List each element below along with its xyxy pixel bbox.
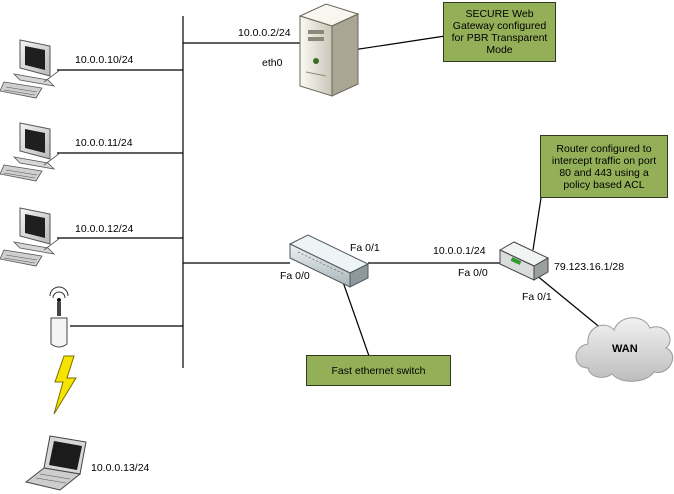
links: [57, 16, 609, 368]
cloud-icon: [575, 317, 674, 382]
desktop-pc-icon: [0, 122, 61, 182]
router-icon: [498, 241, 550, 281]
switch-port-down-label: Fa 0/0: [280, 270, 310, 282]
gateway-note-line: for PBR Transparent: [451, 32, 548, 44]
router-note-line: intercept traffic on port: [551, 154, 657, 167]
laptop-icon: [24, 435, 87, 491]
gateway-iface-label: eth0: [262, 57, 283, 69]
network-switch-icon: [288, 234, 370, 288]
gateway-note-line: Gateway configured: [452, 20, 547, 32]
router-note-line: 80 and 443 using a: [559, 166, 649, 179]
callout-switch: [342, 281, 370, 357]
gateway-note-line: SECURE Web: [465, 8, 534, 20]
host-ip-label: 10.0.0.12/24: [75, 223, 134, 235]
laptop-ip-label: 10.0.0.13/24: [91, 462, 150, 474]
switch-note-text: Fast ethernet switch: [331, 364, 426, 377]
router-note-line: policy based ACL: [563, 178, 645, 191]
callout-router: [532, 197, 542, 251]
desktop-pc-icon: [0, 39, 61, 99]
wan-label: WAN: [612, 343, 638, 355]
switch-note: Fast ethernet switch: [306, 355, 451, 386]
router-lan-ip-label: 10.0.0.1/24: [433, 245, 486, 257]
host-ip-label: 10.0.0.10/24: [75, 54, 134, 66]
router-note: Router configured to intercept traffic o…: [540, 135, 668, 198]
lightning-bolt-icon: [53, 355, 77, 415]
router-wan-port-label: Fa 0/1: [522, 291, 552, 303]
gateway-note: SECURE Web Gateway configured for PBR Tr…: [443, 2, 556, 62]
wireless-antenna-icon: [49, 286, 69, 348]
switch-port-up-label: Fa 0/1: [350, 242, 380, 254]
link-router-wan: [529, 269, 609, 335]
server-tower-icon: [298, 3, 360, 97]
router-note-line: Router configured to: [556, 142, 652, 155]
desktop-pc-icon: [0, 207, 61, 267]
gateway-note-line: Mode: [486, 44, 513, 56]
host-ip-label: 10.0.0.11/24: [75, 137, 133, 149]
router-wan-ip-label: 79.123.16.1/28: [554, 261, 625, 273]
gateway-ip-label: 10.0.0.2/24: [238, 27, 291, 39]
router-lan-port-label: Fa 0/0: [458, 267, 488, 279]
